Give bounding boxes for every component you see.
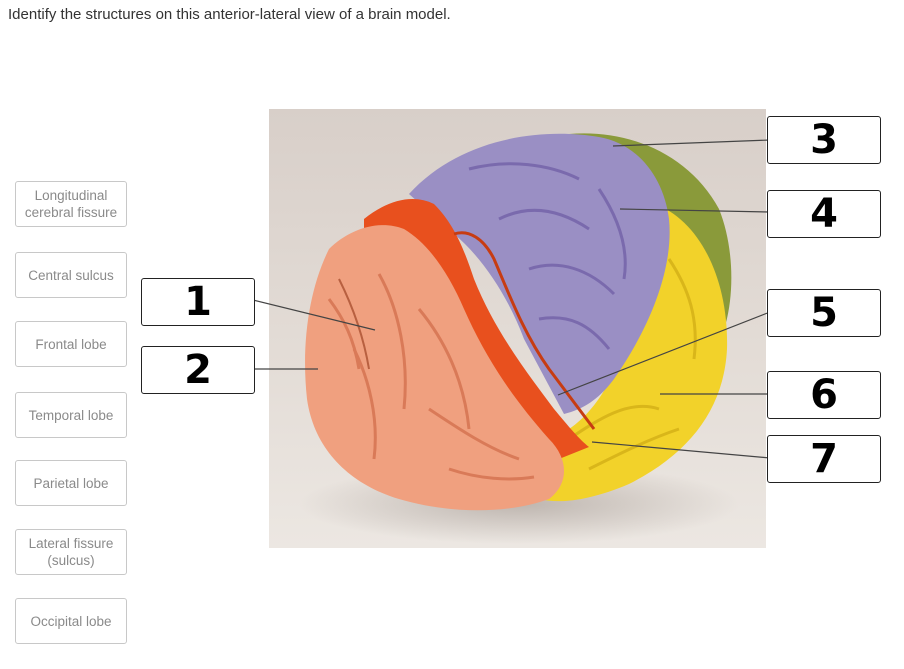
drop-target-3[interactable]: 3: [767, 116, 881, 164]
drop-target-7[interactable]: 7: [767, 435, 881, 483]
target-number: 6: [810, 372, 838, 418]
target-number: 4: [810, 191, 838, 237]
instruction-text: Identify the structures on this anterior…: [8, 6, 451, 23]
target-number: 3: [810, 117, 838, 163]
label-chip-longitudinal-fissure[interactable]: Longitudinal cerebral fissure: [15, 181, 127, 227]
drop-target-4[interactable]: 4: [767, 190, 881, 238]
brain-model-image: [269, 109, 766, 548]
label-chip-occipital-lobe[interactable]: Occipital lobe: [15, 598, 127, 644]
label-chip-parietal-lobe[interactable]: Parietal lobe: [15, 460, 127, 506]
drop-target-1[interactable]: 1: [141, 278, 255, 326]
label-chip-frontal-lobe[interactable]: Frontal lobe: [15, 321, 127, 367]
drop-target-6[interactable]: 6: [767, 371, 881, 419]
brain-illustration: [299, 133, 739, 544]
target-number: 1: [184, 279, 212, 325]
label-chip-central-sulcus[interactable]: Central sulcus: [15, 252, 127, 298]
target-number: 2: [184, 347, 212, 393]
drop-target-2[interactable]: 2: [141, 346, 255, 394]
label-chip-lateral-fissure[interactable]: Lateral fissure (sulcus): [15, 529, 127, 575]
target-number: 7: [810, 436, 838, 482]
label-chip-temporal-lobe[interactable]: Temporal lobe: [15, 392, 127, 438]
drop-target-5[interactable]: 5: [767, 289, 881, 337]
target-number: 5: [810, 290, 838, 336]
